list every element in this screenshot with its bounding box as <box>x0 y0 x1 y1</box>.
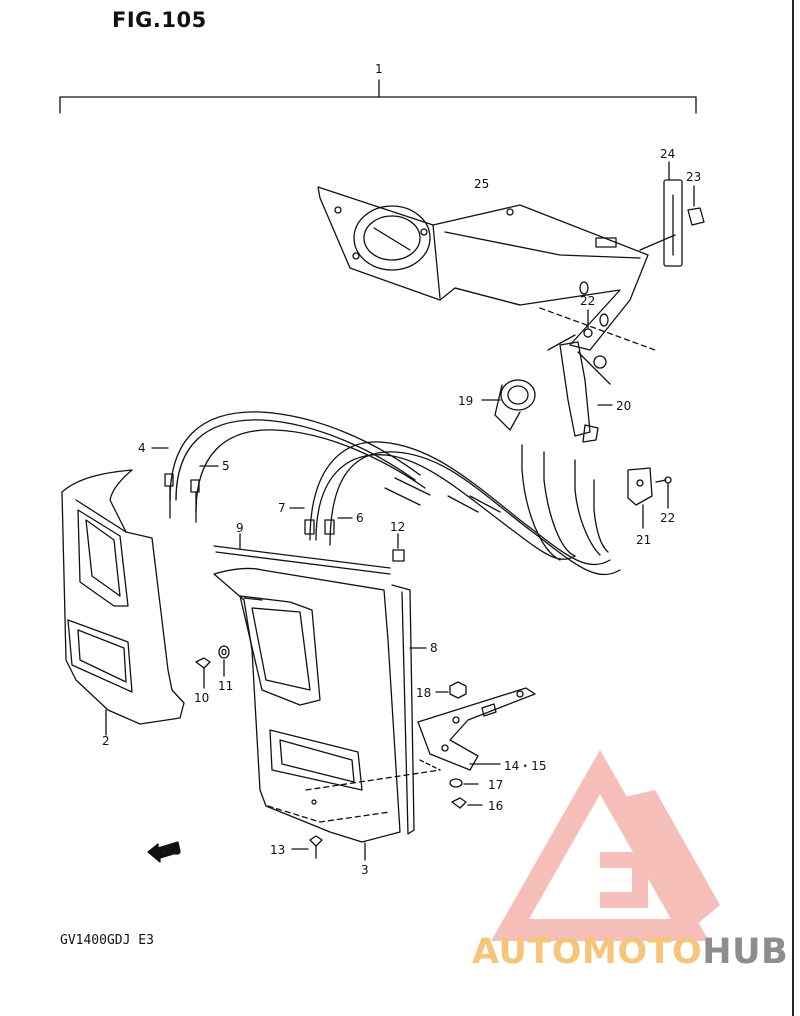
seal-strip-part <box>213 533 391 575</box>
clip-part <box>687 185 705 226</box>
callout-8: 8 <box>430 641 438 655</box>
inner-cover-part <box>213 567 441 861</box>
callout-19: 19 <box>458 394 473 408</box>
assembly-bracket <box>59 79 697 114</box>
lever-bracket-part <box>547 334 613 443</box>
cable-part-4-5 <box>151 411 426 523</box>
strap-part <box>663 161 683 267</box>
callout-16: 16 <box>488 799 503 813</box>
bracket-arm-part <box>417 687 536 771</box>
cable-end-fittings <box>384 444 609 561</box>
callout-17: 17 <box>488 778 503 792</box>
callout-18: 18 <box>416 686 431 700</box>
callout-3: 3 <box>361 863 369 877</box>
callout-1: 1 <box>375 62 383 76</box>
callout-24: 24 <box>660 147 675 161</box>
bolt-part-16 <box>451 797 483 809</box>
callout-9: 9 <box>236 521 244 535</box>
callout-12: 12 <box>390 520 405 534</box>
watermark-text: AUTOMOTOHUB <box>472 932 788 972</box>
washer-part-17 <box>449 778 479 788</box>
callout-5: 5 <box>222 459 230 473</box>
fwd-label: FWD <box>162 848 181 856</box>
callout-25: 25 <box>474 177 489 191</box>
callout-20: 20 <box>616 399 631 413</box>
screw-part-10 <box>195 657 211 689</box>
callout-14-15: 14・15 <box>504 759 547 773</box>
watermark-word-hub: HUB <box>702 932 789 972</box>
callout-labels: 1 2 3 4 5 6 7 8 9 10 11 12 13 14・15 16 1… <box>102 62 701 877</box>
washer-part-11 <box>218 645 230 677</box>
bolt-part-13 <box>291 835 323 859</box>
cable-part-6-7 <box>289 441 621 576</box>
callout-4: 4 <box>138 441 146 455</box>
callout-7: 7 <box>278 501 286 515</box>
callout-6: 6 <box>356 511 364 525</box>
callout-21: 21 <box>636 533 651 547</box>
callout-10: 10 <box>194 691 209 705</box>
watermark-logo <box>491 749 720 941</box>
figure-title: FIG.105 <box>112 8 207 32</box>
nut-part-18 <box>435 681 467 699</box>
callout-13: 13 <box>270 843 285 857</box>
grommet-part <box>392 533 405 562</box>
callout-23: 23 <box>686 170 701 184</box>
forward-arrow-icon <box>147 841 181 863</box>
callout-22-upper: 22 <box>580 294 595 308</box>
mounting-plate-part <box>317 186 676 351</box>
edge-seal-part <box>391 584 427 835</box>
left-cover-part <box>61 469 185 736</box>
model-code: GV1400GDJ E3 <box>60 933 154 948</box>
small-bracket-part <box>627 467 672 529</box>
page-edge-line <box>792 0 794 1016</box>
callout-11: 11 <box>218 679 233 693</box>
watermark-word-auto-moto: AUTOMOTO <box>472 932 703 972</box>
callout-2: 2 <box>102 734 110 748</box>
callout-22-lower: 22 <box>660 511 675 525</box>
pulley-part <box>481 379 536 431</box>
bolt-part-upper <box>583 309 593 338</box>
